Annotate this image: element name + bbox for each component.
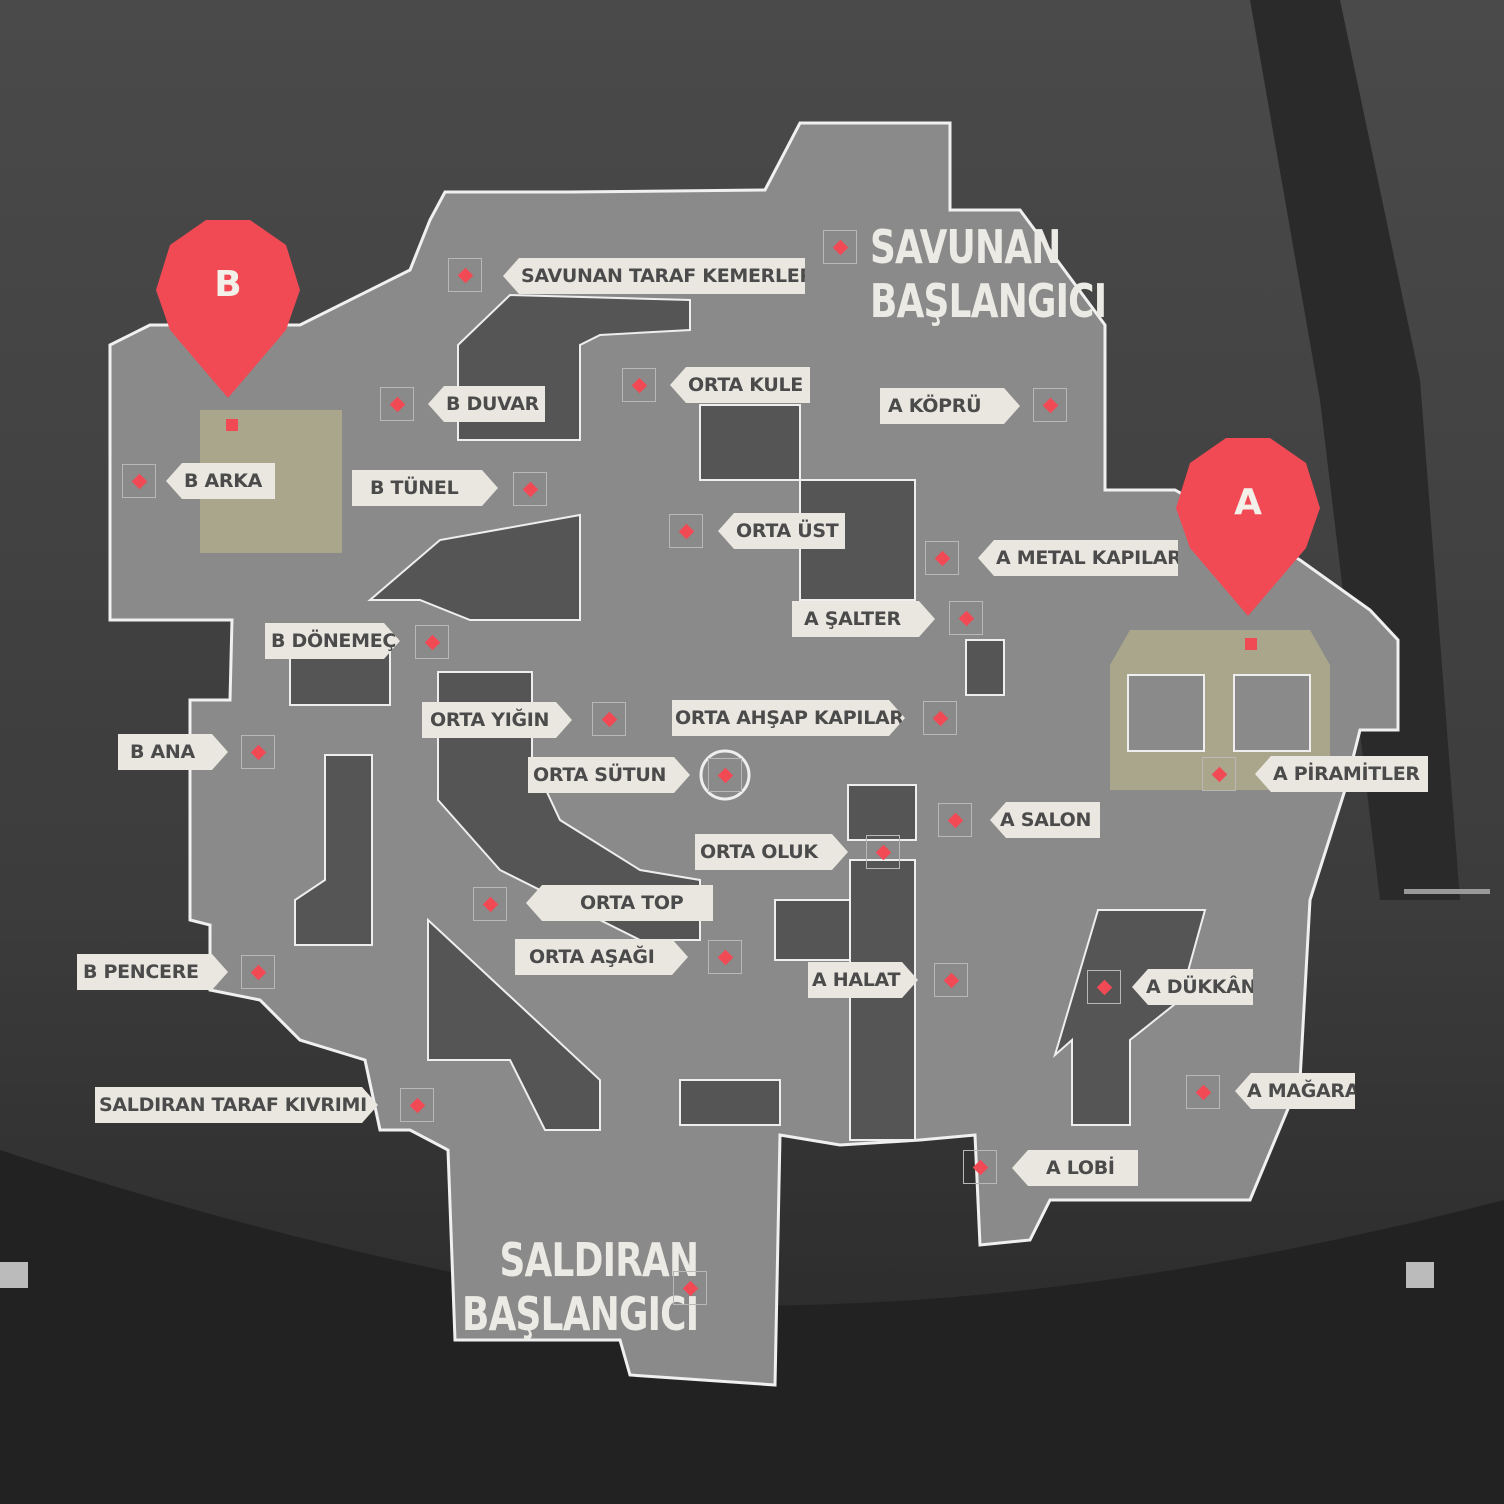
marker [1087, 970, 1121, 1004]
site-a-marker [1245, 638, 1257, 650]
callout-b-duvar: B DUVAR [428, 386, 545, 422]
marker [963, 1150, 997, 1184]
callout-a-magara: A MAĞARA [1235, 1073, 1355, 1109]
marker [669, 514, 703, 548]
marker [592, 702, 626, 736]
callout-saldiran-taraf-kivrimi: SALDIRAN TARAF KIVRIMI [95, 1087, 378, 1123]
callout-orta-ust: ORTA ÜST [718, 513, 845, 549]
site-b-pin: B [156, 220, 300, 400]
callout-savunan-taraf-kemerleri: SAVUNAN TARAF KEMERLERİ [503, 258, 805, 294]
callout-a-salter: A ŞALTER [792, 601, 935, 637]
marker [448, 258, 482, 292]
callout-b-ana: B ANA [118, 734, 228, 770]
callout-a-lobi: A LOBİ [1012, 1150, 1138, 1186]
marker [1033, 388, 1067, 422]
marker [923, 701, 957, 735]
callout-a-dukkan: A DÜKKÂN [1132, 969, 1253, 1005]
callout-b-pencere: B PENCERE [77, 954, 228, 990]
marker [473, 887, 507, 921]
callout-b-donemec: B DÖNEMEÇ [265, 623, 400, 659]
marker [823, 230, 857, 264]
site-a-letter: A [1234, 482, 1262, 523]
callout-b-arka: B ARKA [166, 463, 275, 499]
callout-orta-kule: ORTA KULE [670, 367, 810, 403]
callout-orta-sutun: ORTA SÜTUN [528, 757, 690, 793]
marker [122, 464, 156, 498]
marker [934, 963, 968, 997]
marker [380, 387, 414, 421]
marker [708, 758, 742, 792]
marker [415, 625, 449, 659]
callout-orta-yigin: ORTA YIĞIN [422, 702, 572, 738]
marker [241, 955, 275, 989]
marker [673, 1271, 707, 1305]
marker [949, 601, 983, 635]
marker [622, 368, 656, 402]
marker [708, 940, 742, 974]
marker [1202, 757, 1236, 791]
callout-a-halat: A HALAT [808, 962, 918, 998]
site-b-marker [226, 419, 238, 431]
marker [938, 803, 972, 837]
site-b-letter: B [214, 264, 242, 305]
callout-a-salon: A SALON [990, 802, 1100, 838]
callout-orta-asagi: ORTA AŞAĞI [515, 939, 688, 975]
marker [1186, 1075, 1220, 1109]
site-a-pin: A [1176, 438, 1320, 618]
callout-orta-top: ORTA TOP [526, 885, 713, 921]
marker [400, 1088, 434, 1122]
callout-orta-ahsap-kapilar: ORTA AHŞAP KAPILAR [672, 700, 905, 736]
marker [241, 735, 275, 769]
callout-a-metal-kapilar: A METAL KAPILAR [978, 540, 1178, 576]
callout-a-kopru: A KÖPRÜ [880, 388, 1020, 424]
callout-a-piramitler: A PİRAMİTLER [1255, 756, 1428, 792]
callout-orta-oluk: ORTA OLUK [695, 834, 848, 870]
marker [866, 835, 900, 869]
callout-b-tunel: B TÜNEL [352, 470, 498, 506]
marker [925, 541, 959, 575]
marker [513, 472, 547, 506]
